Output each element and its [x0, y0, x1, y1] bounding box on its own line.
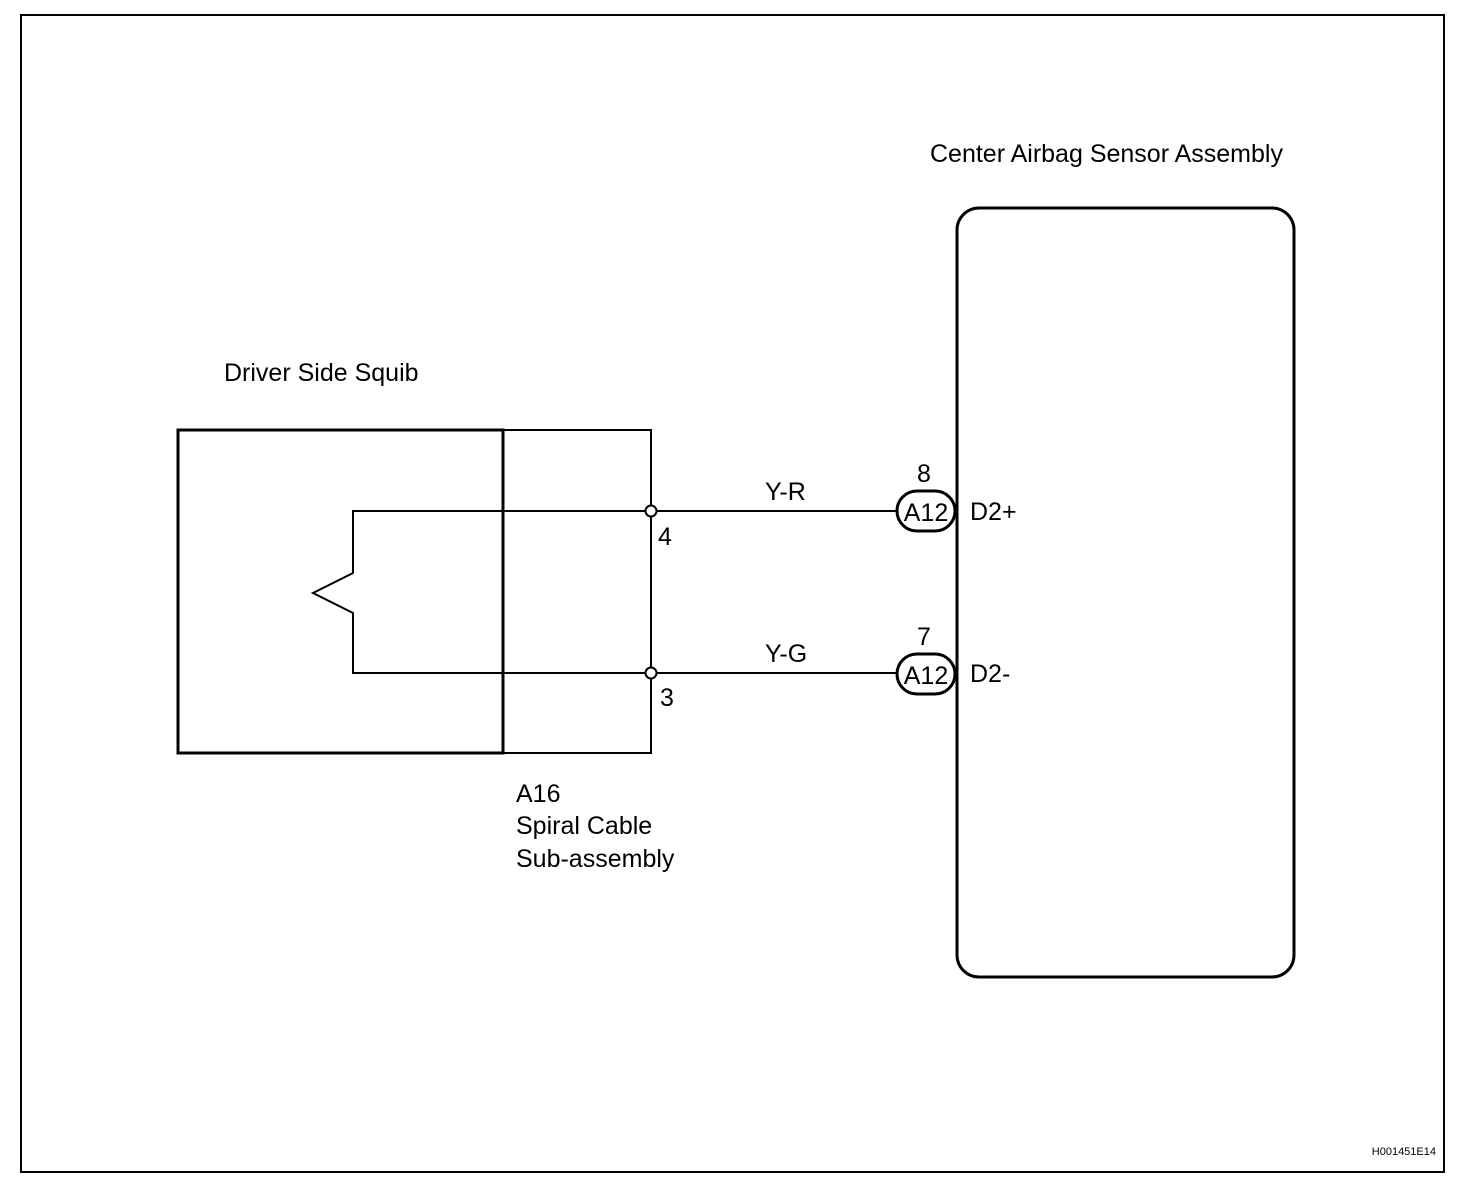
squib-label: Driver Side Squib: [224, 359, 419, 387]
spiral-cable-box: [503, 429, 652, 754]
cable-terminal-negative: [644, 666, 658, 680]
terminal-positive: D2+: [970, 498, 1017, 526]
spiral-cable-name-line2: Sub-assembly: [516, 845, 675, 873]
spiral-cable-name-line1: Spiral Cable: [516, 812, 652, 840]
connector-pill-positive: [895, 489, 957, 533]
outer-frame: [20, 14, 1445, 1173]
cable-terminal-positive: [644, 504, 658, 518]
terminal-negative: D2-: [970, 660, 1010, 688]
squib-igniter-element: [310, 510, 651, 674]
figure-id: H001451E14: [1372, 1146, 1436, 1158]
wire-color-negative: Y-G: [765, 640, 807, 668]
connector-label-positive: A12: [904, 499, 948, 527]
connector-pin-negative: 7: [917, 623, 931, 651]
connector-label-negative: A12: [904, 662, 948, 690]
sensor-assembly-box: [955, 206, 1296, 979]
squib-box: [176, 428, 505, 755]
spiral-cable-code: A16: [516, 780, 560, 808]
sensor-assembly-label: Center Airbag Sensor Assembly: [930, 140, 1283, 168]
cable-pin-positive: 4: [658, 523, 672, 551]
connector-pill-negative: [895, 652, 957, 696]
wire-color-positive: Y-R: [765, 478, 806, 506]
connector-pin-positive: 8: [917, 460, 931, 488]
cable-pin-negative: 3: [660, 684, 674, 712]
